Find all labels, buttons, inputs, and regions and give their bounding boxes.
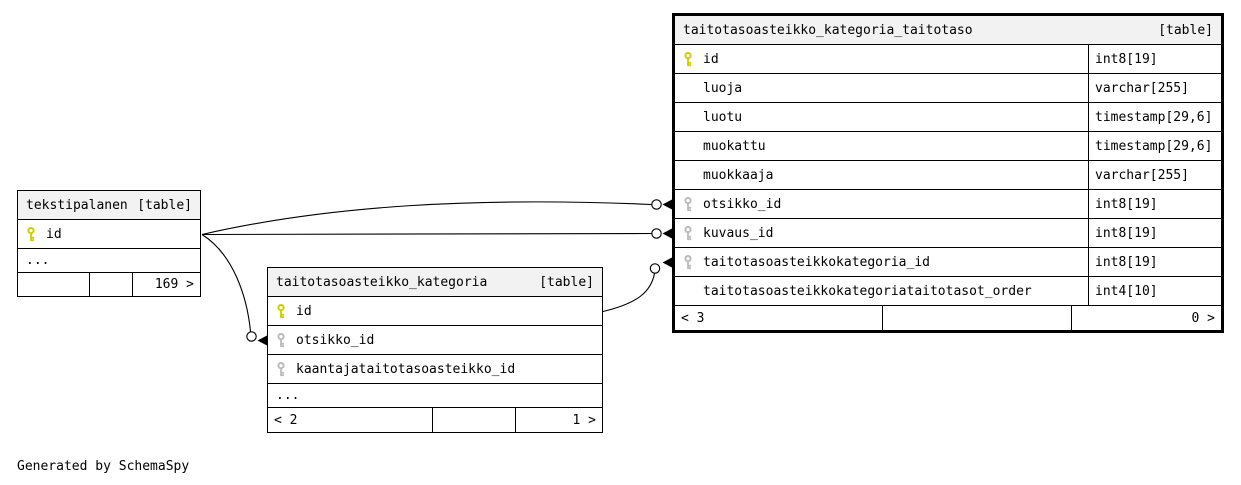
column-row-otsikko_id: otsikko_id [268, 326, 602, 355]
foreign-key-icon [683, 254, 695, 270]
ellipsis-row: ... [18, 249, 200, 273]
paginator-middle [90, 273, 133, 296]
table-type-badge: [table] [1158, 22, 1213, 38]
column-row-taitotasoasteikkokategoria_id: taitotasoasteikkokategoria_id int8[19] [675, 248, 1221, 277]
column-row-otsikko_id: otsikko_id int8[19] [675, 190, 1221, 219]
paginator-middle [433, 408, 516, 432]
column-type: int8[19] [1088, 190, 1221, 218]
primary-key-icon [683, 51, 695, 67]
column-name: kaantajataitotasoasteikko_id [296, 361, 516, 377]
paginator-right: 0 > [1191, 310, 1215, 326]
table-header[interactable]: tekstipalanen [table] [18, 191, 200, 220]
foreign-key-icon [276, 332, 288, 348]
column-type: timestamp[29,6] [1088, 132, 1221, 160]
paginator-right: 1 > [572, 412, 596, 428]
column-row-muokattu: muokattu timestamp[29,6] [675, 132, 1221, 161]
column-type: timestamp[29,6] [1088, 103, 1221, 131]
column-row-taitotasoasteikkokategoriataitotasot_order: taitotasoasteikkokategoriataitotasot_ord… [675, 277, 1221, 306]
table-tekstipalanen[interactable]: tekstipalanen [table] id... 169 > [17, 190, 201, 297]
column-row-id: id int8[19] [675, 45, 1221, 74]
column-name: ... [276, 388, 300, 403]
column-type: varchar[255] [1088, 161, 1221, 189]
column-name: id [46, 226, 62, 242]
column-name: taitotasoasteikkokategoria_id [703, 254, 930, 270]
column-type: int4[10] [1088, 277, 1221, 305]
primary-key-icon [26, 226, 38, 242]
column-name: muokattu [703, 138, 766, 154]
column-row-luoja: luoja varchar[255] [675, 74, 1221, 103]
paginator-left: < 2 [268, 408, 433, 432]
column-name: kuvaus_id [703, 225, 774, 241]
table-name: taitotasoasteikko_kategoria_taitotaso [683, 22, 973, 38]
column-row-kaantajataitotasoasteikko_id: kaantajataitotasoasteikko_id [268, 355, 602, 384]
column-name: muokkaaja [703, 167, 774, 183]
table-taitotasoasteikko-kategoria[interactable]: taitotasoasteikko_kategoria [table] id ot… [267, 267, 603, 433]
column-name: luoja [703, 80, 743, 96]
primary-key-icon [276, 303, 288, 319]
column-name: taitotasoasteikkokategoriataitotasot_ord… [703, 283, 1032, 299]
table-name: tekstipalanen [26, 197, 128, 213]
column-name: id [703, 51, 719, 67]
column-row-id: id [18, 220, 200, 249]
table-footer: 169 > [18, 273, 200, 296]
column-name: otsikko_id [703, 196, 782, 212]
table-columns: id... [18, 220, 200, 273]
table-type-badge: [table] [137, 197, 192, 213]
paginator-right: 169 > [154, 277, 194, 292]
column-row-kuvaus_id: kuvaus_id int8[19] [675, 219, 1221, 248]
column-name: otsikko_id [296, 332, 375, 348]
column-type: varchar[255] [1088, 74, 1221, 102]
relationship-line [201, 199, 672, 236]
table-columns: id int8[19] luoja varchar[255] luotu timestam… [675, 45, 1221, 306]
foreign-key-icon [683, 196, 695, 212]
foreign-key-icon [276, 361, 288, 377]
paginator-left: < 3 [675, 306, 883, 330]
column-type: int8[19] [1088, 248, 1221, 276]
column-row-luotu: luotu timestamp[29,6] [675, 103, 1221, 132]
table-footer: < 2 1 > [268, 408, 602, 432]
column-type: int8[19] [1088, 45, 1221, 73]
table-type-badge: [table] [539, 274, 594, 290]
column-type: int8[19] [1088, 219, 1221, 247]
table-name: taitotasoasteikko_kategoria [276, 274, 488, 290]
paginator-middle [883, 306, 1072, 330]
foreign-key-icon [683, 225, 695, 241]
column-row-muokkaaja: muokkaaja varchar[255] [675, 161, 1221, 190]
column-row-id: id [268, 297, 602, 326]
column-name: luotu [703, 109, 743, 125]
column-name: id [296, 303, 312, 319]
relationship-line [602, 257, 672, 313]
relationship-line [201, 228, 672, 239]
table-header[interactable]: taitotasoasteikko_kategoria_taitotaso [t… [675, 16, 1221, 45]
table-taitotasoasteikko-kategoria-taitotaso[interactable]: taitotasoasteikko_kategoria_taitotaso [t… [672, 13, 1224, 333]
table-header[interactable]: taitotasoasteikko_kategoria [table] [268, 268, 602, 297]
generated-by-note: Generated by SchemaSpy [17, 459, 190, 474]
table-footer: < 3 0 > [675, 306, 1221, 330]
relationship-line [201, 234, 267, 346]
ellipsis-row: ... [268, 384, 602, 408]
column-name: ... [26, 253, 50, 268]
table-columns: id otsikko_id kaantajataitotasoasteikko_id… [268, 297, 602, 408]
paginator-left [18, 273, 90, 296]
